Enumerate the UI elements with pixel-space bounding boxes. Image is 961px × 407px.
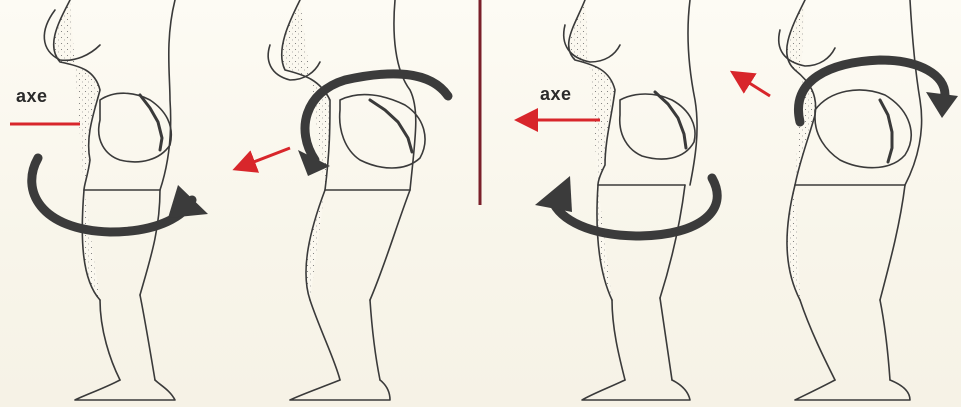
figure-1 [44, 0, 175, 400]
axis-label-left: axe [16, 86, 48, 107]
rotation-arrow-icon [32, 158, 208, 232]
figure-2 [268, 0, 425, 400]
axis-label-right: axe [540, 84, 572, 105]
direction-arrow-icon [238, 148, 290, 168]
figure-3 [564, 0, 697, 400]
direction-arrow-icon [735, 74, 770, 96]
rotation-arrow-icon [798, 60, 958, 122]
